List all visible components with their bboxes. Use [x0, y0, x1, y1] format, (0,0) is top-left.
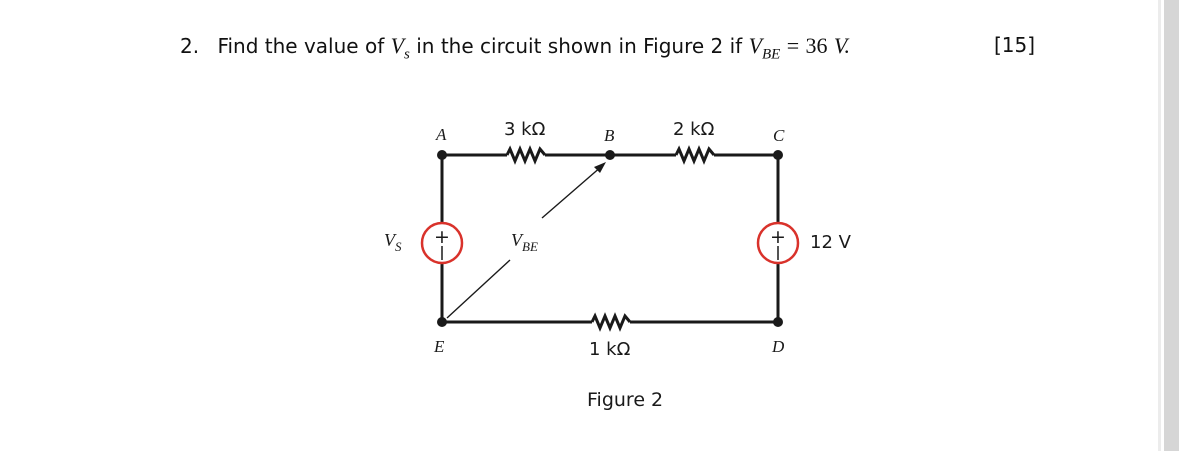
figure-caption: Figure 2 — [587, 389, 663, 411]
vbe-arrowhead — [594, 162, 606, 173]
source-label-12v: 12 V — [810, 232, 852, 253]
resistor-2k — [674, 145, 716, 165]
vbe-symbol: VBE — [748, 33, 781, 63]
resistor-label-3k: 3 kΩ — [504, 119, 546, 140]
question-text: 2. Find the value of Vs in the circuit s… — [180, 33, 850, 63]
node-label-e: E — [433, 337, 445, 356]
resistor-label-1k: 1 kΩ — [589, 339, 631, 360]
plus-icon: + — [434, 226, 450, 248]
page-edge-shadow — [1158, 0, 1161, 451]
vbe-lower-line — [446, 259, 511, 319]
node-e-dot — [437, 317, 447, 327]
node-b-dot — [605, 150, 615, 160]
plus-icon: + — [770, 226, 786, 248]
page-edge — [1164, 0, 1179, 451]
equals-sign: = — [786, 33, 800, 58]
resistor-3k — [505, 145, 547, 165]
source-vs-ring — [420, 221, 464, 265]
node-label-c: C — [773, 126, 785, 145]
source-label-vs: VS — [384, 230, 402, 254]
vbe-arrow-line — [541, 165, 603, 219]
node-label-b: B — [604, 126, 615, 145]
vbe-label: VBE — [511, 230, 538, 254]
source-vs: + — [420, 221, 464, 265]
vs-symbol: Vs — [390, 33, 410, 63]
question-text-start: Find the value of — [217, 34, 385, 58]
question-number: 2. — [180, 34, 200, 58]
question-text-middle: in the circuit shown in Figure 2 if — [416, 34, 743, 58]
circuit-nodes — [437, 150, 783, 327]
circuit-wires — [440, 145, 780, 332]
node-d-dot — [773, 317, 783, 327]
source-12v-ring — [756, 221, 800, 265]
vbe-unit: V. — [833, 33, 850, 58]
resistor-label-2k: 2 kΩ — [673, 119, 715, 140]
node-c-dot — [773, 150, 783, 160]
node-label-d: D — [771, 337, 785, 356]
vbe-indicator — [446, 165, 603, 319]
node-a-dot — [437, 150, 447, 160]
source-12v: + — [756, 221, 800, 265]
node-label-a: A — [435, 125, 447, 144]
marks-label: [15] — [994, 33, 1036, 57]
resistor-1k — [590, 312, 632, 332]
vbe-value: 36 — [805, 33, 828, 58]
